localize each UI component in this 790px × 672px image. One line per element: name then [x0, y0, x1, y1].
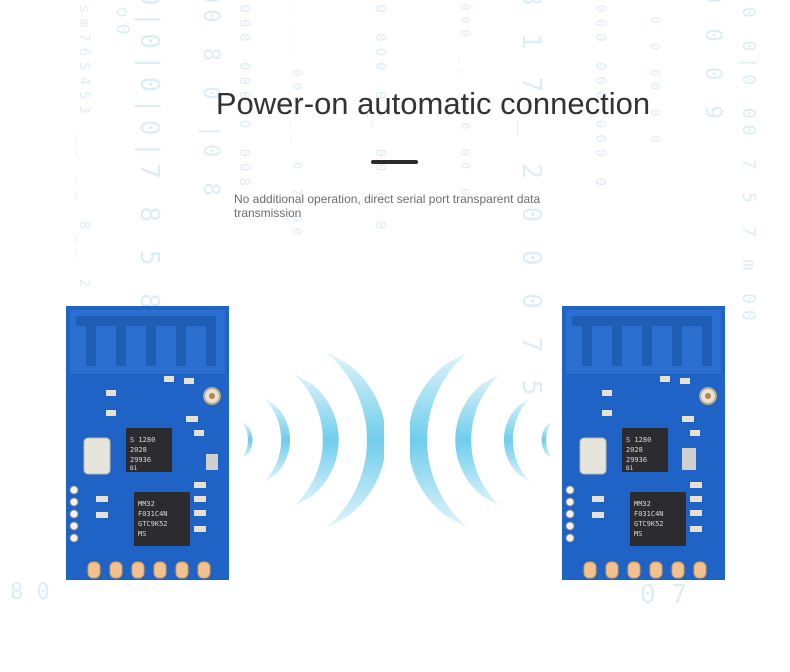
mcu-chip-label-4: MS: [138, 530, 146, 538]
wireless-signal-left-icon: [410, 352, 552, 528]
wireless-module-right: S 1280 2028 29936 B1 MM32 F031C4N GTC9K5…: [562, 306, 725, 580]
rf-chip-label-1: S 1280: [626, 436, 651, 444]
wireless-module-left: S 1280 2028 29936 B1 MM32 F031C4N GTC9K5…: [66, 306, 229, 580]
rf-chip-label-3: 29936: [130, 456, 151, 464]
title-divider: [371, 160, 418, 164]
mcu-chip-label-4: MS: [634, 530, 642, 538]
rf-chip-label-4: B1: [626, 465, 634, 472]
rf-chip-label-1: S 1280: [130, 436, 155, 444]
headline: Power-on automatic connection: [215, 86, 651, 121]
mcu-chip-label-3: GTC9K52: [634, 520, 664, 528]
subtitle: No additional operation, direct serial p…: [234, 192, 541, 220]
wireless-signal-right-icon: [242, 352, 384, 528]
mcu-chip-label-1: MM32: [138, 500, 155, 508]
rf-chip-label-2: 2028: [626, 446, 643, 454]
rf-chip-label-4: B1: [130, 465, 138, 472]
mcu-chip-label-2: F031C4N: [634, 510, 664, 518]
mcu-chip-label-3: GTC9K52: [138, 520, 168, 528]
rf-chip-label-3: 29936: [626, 456, 647, 464]
rf-chip-label-2: 2028: [130, 446, 147, 454]
mcu-chip-label-2: F031C4N: [138, 510, 168, 518]
mcu-chip-label-1: MM32: [634, 500, 651, 508]
